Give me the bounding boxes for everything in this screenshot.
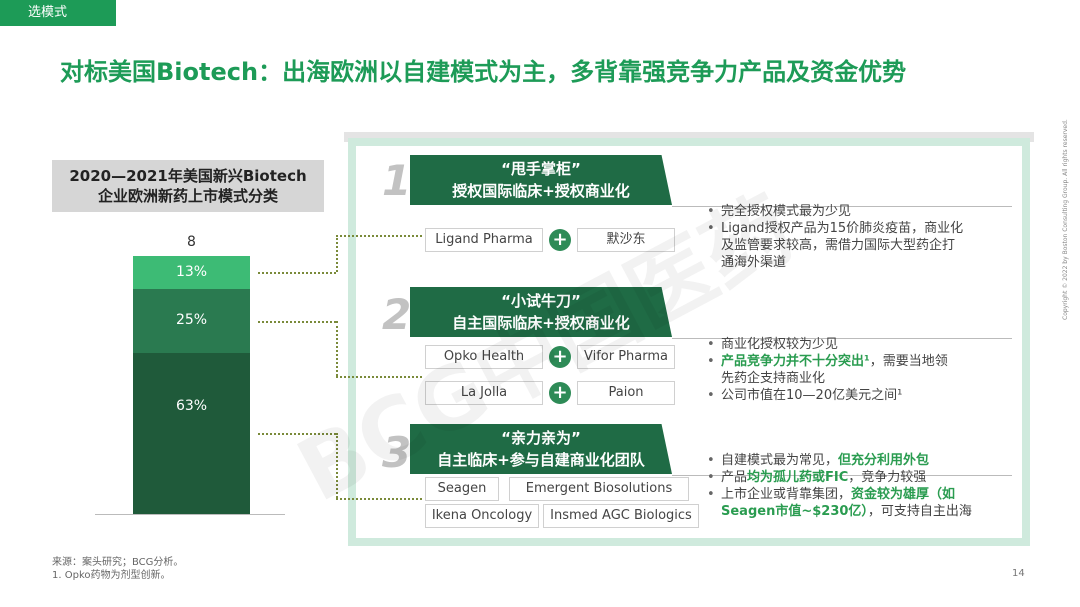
company-pill: Ikena Oncology [425,504,539,528]
footnotes: 来源：案头研究；BCG分析。 1. Opko药物为剂型创新。 [52,556,183,582]
section-tag: 选模式 [0,0,116,26]
bullet-cont: Seagen市值~$230亿），可支持自主出海 [721,504,972,519]
bullet: •自建模式最为常见，但充分利用外包 [707,453,930,468]
bar-segment: 25% [133,289,250,353]
bullet: •完全授权模式最为少见 [707,204,852,219]
bullet: •商业化授权较为少见 [707,337,839,352]
chart-header: 2020—2021年美国新兴Biotech 企业欧洲新药上市模式分类 [52,160,324,212]
company-pill: Paion [577,381,675,405]
section-1-title: “甩手掌柜” [501,160,581,178]
company-pill: Opko Health [425,345,543,369]
chart-total-label: 8 [187,234,196,250]
bar-segment-label: 13% [175,264,208,280]
connector-line [336,321,338,376]
connector-line [258,272,336,274]
company-pill: Ligand Pharma [425,228,543,252]
section-2-subtitle: 自主国际临床+授权商业化 [452,314,630,332]
chart-header-line1: 2020—2021年美国新兴Biotech [69,167,307,185]
section-3-rule [672,475,1012,476]
company-pill: Vifor Pharma [577,345,675,369]
bar-segment-label: 25% [175,312,208,328]
section-1-bullets: •完全授权模式最为少见 •Ligand授权产品为15价肺炎疫苗，商业化 及监管要… [707,203,1017,271]
footnote-1: 1. Opko药物为剂型创新。 [52,570,171,581]
section-3-subtitle: 自主临床+参与自建商业化团队 [437,451,645,469]
section-number-3: 3 [382,428,412,477]
panel-shadow [344,132,1034,142]
company-pill: Emergent Biosolutions [509,477,689,501]
connector-line [336,433,338,498]
plus-icon: + [549,382,571,404]
bullet-cont: 及监管要求较高，需借力国际大型药企打 [721,238,956,253]
section-header-2: “小试牛刀” 自主国际临床+授权商业化 [410,287,672,337]
section-1-rule [672,206,1012,207]
company-pill: La Jolla [425,381,543,405]
section-number-1: 1 [382,156,412,205]
connector-line [336,235,338,272]
plus-icon: + [549,346,571,368]
chart-header-line2: 企业欧洲新药上市模式分类 [97,187,278,205]
page-title: 对标美国Biotech：出海欧洲以自建模式为主，多背靠强竞争力产品及资金优势 [60,58,907,86]
company-pill: Seagen [425,477,499,501]
section-2-rule [672,338,1012,339]
connector-line [258,433,336,435]
bullet: •产品均为孤儿药或FIC，竞争力较强 [707,470,927,485]
copyright: Copyright © 2022 by Boston Consulting Gr… [1062,119,1069,320]
plus-icon: + [549,229,571,251]
section-3-title: “亲力亲为” [501,429,581,447]
company-pill: 默沙东 [577,228,675,252]
chart-axis-line [95,514,285,515]
bullet: •产品竞争力并不十分突出¹，需要当地领 [707,354,948,369]
bullet-cont: 通海外渠道 [721,255,787,270]
footnote-source: 来源：案头研究；BCG分析。 [52,557,184,568]
bullet-cont: 先药企支持商业化 [721,371,826,386]
bar-segment: 13% [133,256,250,289]
section-header-1: “甩手掌柜” 授权国际临床+授权商业化 [410,155,672,205]
bullet: •上市企业或背靠集团，资金较为雄厚（如 [707,487,956,502]
bar-segment-label: 63% [175,398,208,414]
section-3-bullets: •自建模式最为常见，但充分利用外包 •产品均为孤儿药或FIC，竞争力较强 •上市… [707,452,1017,520]
section-2-bullets: •商业化授权较为少见 •产品竞争力并不十分突出¹，需要当地领 先药企支持商业化 … [707,336,1017,404]
connector-line [336,235,422,237]
connector-line [258,321,336,323]
connector-line [336,498,422,500]
section-1-subtitle: 授权国际临床+授权商业化 [452,182,630,200]
page-number: 14 [1012,568,1025,579]
section-2-title: “小试牛刀” [501,292,581,310]
section-header-3: “亲力亲为” 自主临床+参与自建商业化团队 [410,424,672,474]
company-pill: Insmed AGC Biologics [543,504,699,528]
section-number-2: 2 [382,290,412,339]
bullet: •公司市值在10—20亿美元之间¹ [707,388,903,403]
bar-segment: 63% [133,353,250,514]
connector-line [336,376,422,378]
bullet: •Ligand授权产品为15价肺炎疫苗，商业化 [707,221,964,236]
